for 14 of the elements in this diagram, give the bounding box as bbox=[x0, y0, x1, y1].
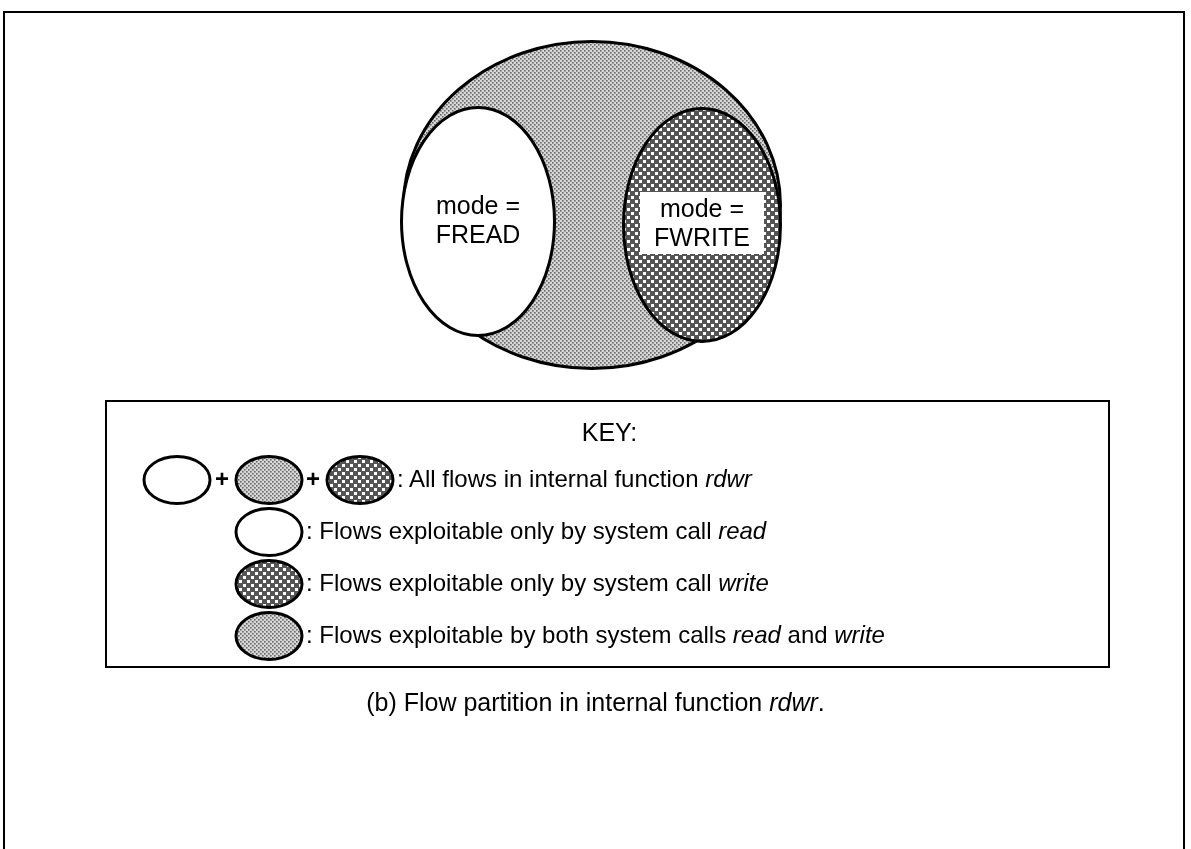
legend-text: : Flows exploitable only by system call read bbox=[306, 517, 767, 545]
write-ellipse bbox=[622, 107, 782, 343]
legend-text: : Flows exploitable by both system calls read and write bbox=[306, 621, 885, 649]
region-label: mode = FREAD bbox=[434, 191, 522, 249]
key-heading: KEY: bbox=[580, 418, 639, 447]
venn-circle bbox=[402, 40, 782, 370]
figure-caption: (b) Flow partition in internal function rdwr. bbox=[365, 688, 826, 717]
key-box bbox=[105, 400, 1110, 668]
region-label: mode = FWRITE bbox=[640, 192, 764, 254]
legend-text: : All flows in internal function rdwr bbox=[397, 465, 752, 493]
legend-text: : Flows exploitable only by system call write bbox=[306, 569, 769, 597]
plus-sign: + bbox=[215, 465, 229, 493]
plus-sign: + bbox=[306, 465, 320, 493]
read-ellipse bbox=[400, 106, 556, 337]
